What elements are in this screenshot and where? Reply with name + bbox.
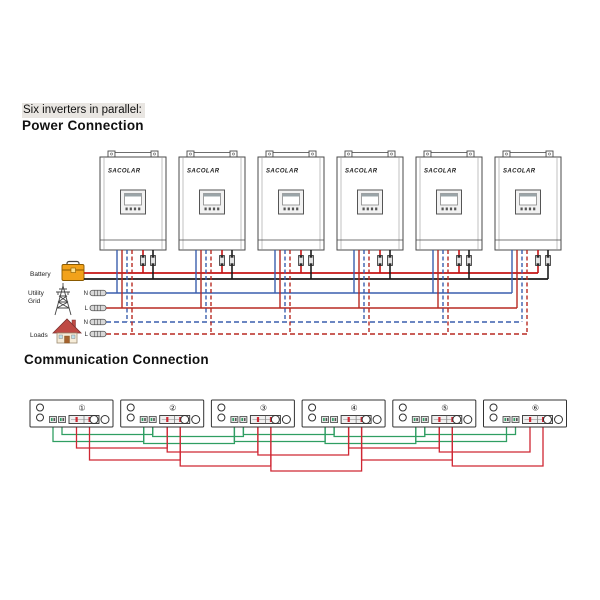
terminal-connector [89,289,107,297]
utility-l-label: L [85,306,89,312]
inverter-unit-3: SACOLAR [257,150,325,334]
brand-label: SACOLAR [345,169,378,175]
house-icon [52,318,82,344]
fuse [387,255,393,266]
inverter-unit-2: SACOLAR [178,150,246,334]
comm-board-3: ③ [210,399,295,428]
comm-board-6: ⑥ [483,399,567,428]
battery-label: Battery [30,271,51,278]
display-panel [436,189,462,215]
display-panel [357,189,383,215]
unit-number-label: ③ [260,404,267,413]
diagram-subtitle: Six inverters in parallel: [22,103,145,118]
utility-grid-icon [54,283,72,316]
inverter-unit-5: SACOLAR [415,150,483,334]
power-bus-wires [84,272,548,335]
display-panel [278,189,304,215]
inverter-unit-4: SACOLAR [336,150,404,334]
inverter-unit-1: SACOLAR [99,150,167,334]
loads-n-label: N [84,320,88,326]
comm-board-5: ⑤ [392,399,477,428]
brand-label: SACOLAR [266,169,299,175]
fuse [150,255,156,266]
power-section-title: Power Connection [22,118,144,133]
fuse [219,255,225,266]
utility-label: Utility [28,290,45,297]
inverter-wires [353,250,391,334]
fuse [545,255,551,266]
fuse [377,255,383,266]
display-panel [199,189,225,215]
comm-board-4: ④ [301,399,386,428]
unit-number-label: ② [169,404,176,413]
brand-label: SACOLAR [424,169,457,175]
fuse [456,255,462,266]
brand-label: SACOLAR [108,169,141,175]
fuse [308,255,314,266]
loads-l-label: L [85,332,89,338]
fuse [535,255,541,266]
terminal-connector [89,330,107,338]
unit-number-label: ④ [351,404,358,413]
brand-label: SACOLAR [187,169,220,175]
display-panel [120,189,146,215]
brand-label: SACOLAR [503,169,536,175]
unit-number-label: ⑥ [532,404,539,413]
comm-board-2: ② [120,399,205,428]
fuse [140,255,146,266]
terminal-connector [89,318,107,326]
display-panel [515,189,541,215]
fuse [466,255,472,266]
unit-number-label: ① [78,404,85,413]
inverter-unit-6: SACOLAR [494,150,562,334]
communication-connection-diagram: ① ② ③ ④ ⑤ ⑥ [29,399,567,472]
utility-n-label: N [84,291,88,297]
inverter-wires [432,250,470,334]
fuse [229,255,235,266]
fuse [298,255,304,266]
loads-label: Loads [30,332,48,339]
battery-icon [61,260,85,281]
utility-label2: Grid [28,298,41,305]
comm-board-1: ① [29,399,114,428]
unit-number-label: ⑤ [441,404,448,413]
comm-section-title: Communication Connection [24,352,209,367]
comm-wiring [52,427,544,472]
terminal-connector [89,304,107,312]
